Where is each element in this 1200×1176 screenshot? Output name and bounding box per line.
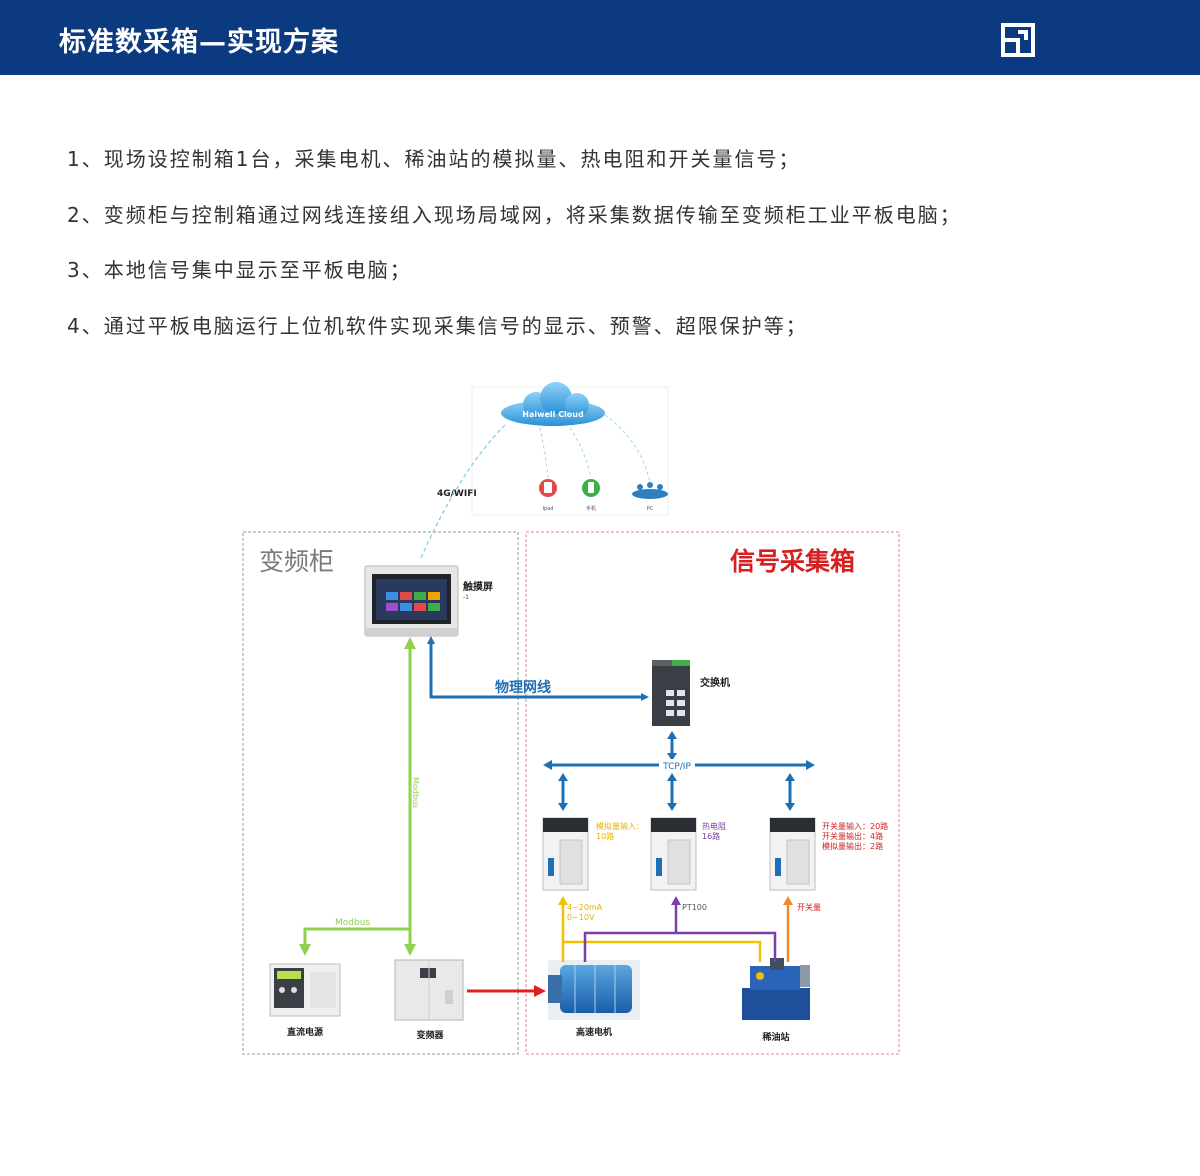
network-cable-label: 物理网线: [495, 679, 551, 696]
company-logo-icon: [1001, 23, 1035, 57]
module-digital-line3: 模拟量输出：2路: [822, 841, 883, 851]
module-analog-line2: 10路: [596, 831, 614, 841]
header-bar: 标准数采箱—实现方案: [0, 0, 1200, 75]
page-title: 标准数采箱—实现方案: [59, 27, 339, 58]
io-module-rtd: [650, 817, 697, 891]
analog-signal-label: 4~20mA: [567, 903, 603, 912]
bus-module-links: [558, 773, 795, 811]
analog-signal-label-2: 0~10V: [567, 913, 595, 922]
module-digital-line1: 开关量输入：20路: [822, 821, 888, 831]
description-item: 3、本地信号集中显示至平板电脑；: [67, 258, 412, 282]
rtd-signal-line: [583, 931, 777, 962]
module-analog-line1: 模拟量输入：: [596, 821, 644, 831]
module-rtd-line1: 热电阻: [702, 821, 726, 831]
touchscreen-label: 触摸屏: [462, 580, 493, 593]
modbus-vertical-label: Modbus: [411, 777, 420, 808]
cloud-label: Haiwell Cloud: [522, 410, 584, 419]
description-item: 4、通过平板电脑运行上位机软件实现采集信号的显示、预警、超限保护等；: [67, 314, 808, 338]
description-item: 1、现场设控制箱1台，采集电机、稀油站的模拟量、热电阻和开关量信号；: [67, 147, 801, 171]
modbus-horizontal-line: [303, 927, 410, 948]
inverter-device: [394, 959, 464, 1021]
touchscreen-sub-label: -1: [463, 594, 469, 601]
device-label: PC: [647, 506, 654, 512]
touchscreen-device: [364, 565, 459, 637]
wireless-link-line: [419, 424, 506, 561]
cloud-area-frame: [471, 386, 669, 516]
modbus-horizontal-label: Modbus: [335, 918, 370, 928]
signal-box-title: 信号采集箱: [730, 547, 855, 576]
device-ipad: Ipad: [539, 479, 557, 512]
rtd-signal-label: PT100: [682, 903, 707, 912]
network-switch-device: [652, 660, 690, 726]
signal-box: [525, 531, 900, 1055]
pc-icon: [632, 489, 668, 499]
device-label: 手机: [586, 505, 596, 512]
dc-power-supply-device: [269, 963, 341, 1017]
device-label: Ipad: [543, 506, 554, 512]
oil-station-label: 稀油站: [762, 1031, 789, 1043]
io-module-digital: [769, 817, 816, 891]
wireless-label: 4G/WIFI: [437, 489, 477, 499]
module-digital-line2: 开关量输出：4路: [822, 831, 883, 841]
module-rtd-line2: 16路: [702, 831, 720, 841]
io-module-analog: [542, 817, 589, 891]
high-speed-motor-device: [548, 960, 640, 1020]
tcpip-label: TCP/IP: [662, 762, 691, 772]
cloud-icon: Haiwell Cloud: [501, 382, 605, 426]
motor-label: 高速电机: [576, 1026, 612, 1038]
switch-label: 交换机: [700, 676, 730, 689]
switch-signal-label: 开关量: [797, 902, 821, 912]
inverter-cabinet-box: [242, 531, 519, 1055]
network-cable-line: [429, 640, 649, 701]
oil-station-device: [742, 958, 810, 1020]
dc-power-label: 直流电源: [287, 1026, 323, 1038]
inverter-cabinet-title: 变频柜: [259, 547, 334, 576]
description-item: 2、变频柜与控制箱通过网线连接组入现场局域网，将采集数据传输至变频柜工业平板电脑…: [67, 203, 962, 227]
inverter-label: 变频器: [416, 1029, 444, 1041]
device-pc: PC: [632, 482, 668, 512]
device-phone: 手机: [582, 479, 600, 512]
